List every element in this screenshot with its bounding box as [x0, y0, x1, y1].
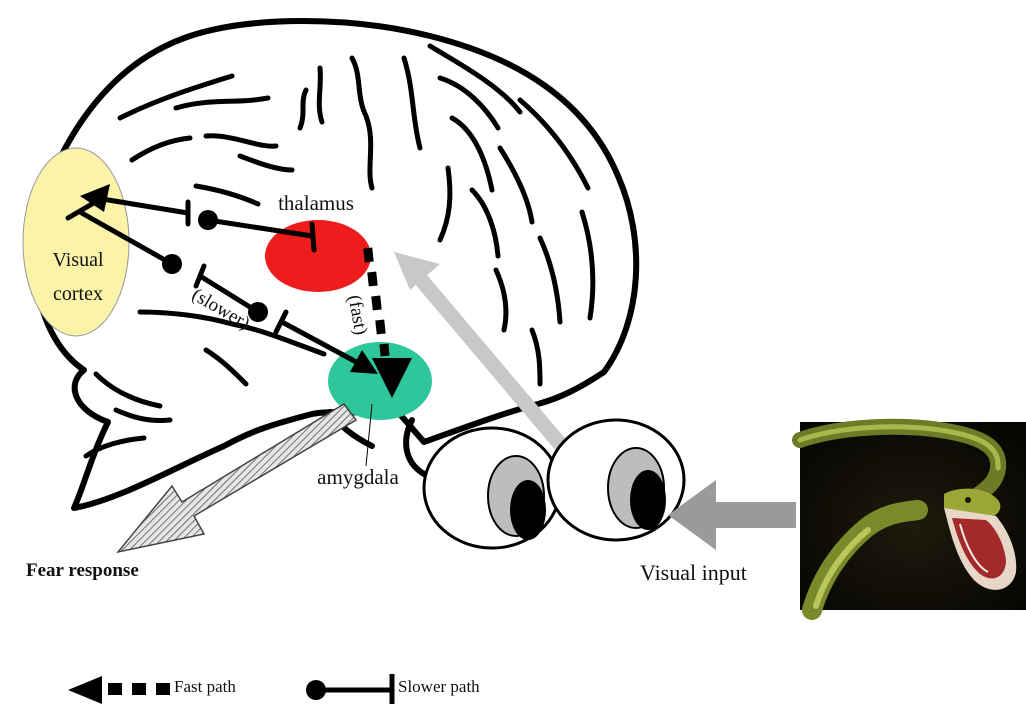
visual-cortex-label-line2: cortex: [53, 283, 103, 305]
fast-label: (fast): [344, 293, 372, 336]
visual-input-arrow: [668, 480, 796, 550]
amygdala-label: amygdala: [317, 465, 399, 489]
snake-photo: [800, 422, 1026, 610]
visual-cortex-label-line1: Visual: [52, 249, 103, 271]
legend-slower-path-symbol: [306, 674, 392, 704]
legend: Fast path Slower path: [68, 674, 480, 704]
visual-cortex: [23, 148, 129, 336]
legend-fast-path-symbol: [68, 676, 170, 704]
fear-response-label: Fear response: [26, 560, 139, 581]
thalamus-label: thalamus: [278, 191, 354, 215]
legend-slower-path-label: Slower path: [398, 677, 480, 696]
visual-input-label: Visual input: [640, 560, 747, 585]
legend-fast-path-label: Fast path: [174, 677, 236, 696]
